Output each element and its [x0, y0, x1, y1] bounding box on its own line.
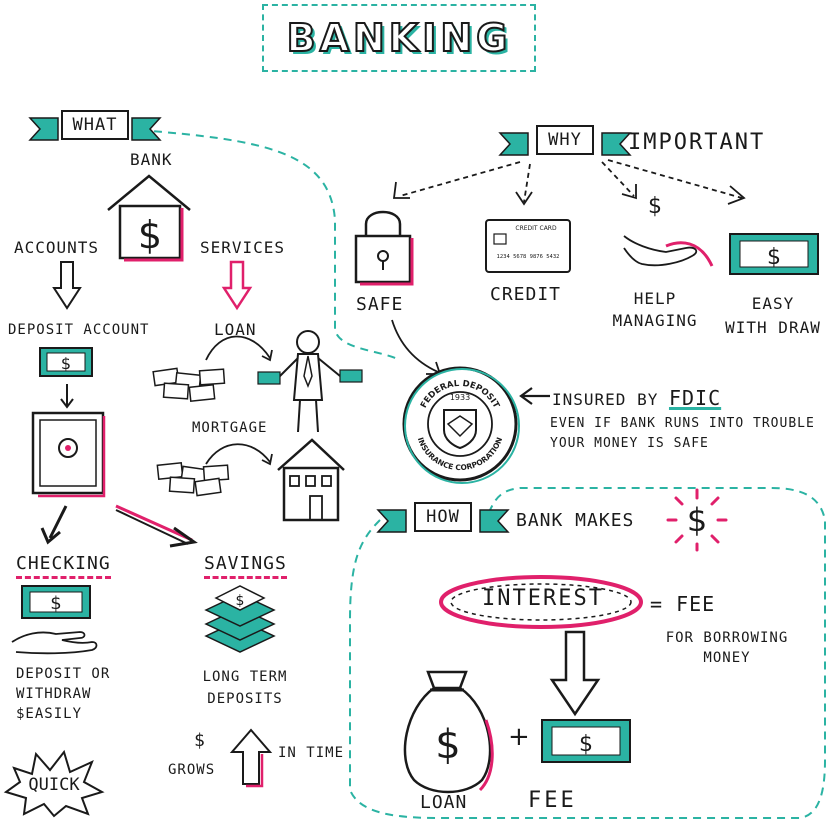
why-important-text: IMPORTANT: [628, 130, 766, 155]
card-title: CREDIT CARD: [515, 225, 557, 232]
dollar-bill-icon: $: [729, 233, 819, 275]
fee-description: FOR BORROWING MONEY: [665, 630, 789, 666]
savings-label: SAVINGS: [204, 553, 287, 579]
fee-bill-label: FEE: [528, 788, 577, 813]
svg-text:$: $: [138, 213, 162, 257]
cash-pile-icon: [156, 461, 230, 497]
grows-dollar-icon: $: [194, 730, 206, 751]
easy-withdraw-label: EASY WITH DRAW: [725, 294, 821, 337]
help-managing-label: HELP MANAGING: [612, 289, 698, 330]
insured-by-line: INSURED BY FDIC: [552, 386, 721, 410]
interest-oval: [439, 575, 643, 629]
dollar-bill-icon: $: [541, 719, 631, 763]
savings-description: LONG TERM DEPOSITS: [202, 669, 288, 707]
why-banner: WHY: [498, 115, 632, 165]
bank-house-icon: $: [107, 174, 191, 262]
quick-burst-icon: QUICK: [3, 749, 105, 818]
stacked-bills-icon: $: [204, 585, 276, 653]
money-bag-icon: $: [403, 670, 494, 794]
seal-year: 1933: [450, 393, 470, 402]
insured-by-label: INSURED BY: [552, 390, 659, 409]
card-number: 1234 5678 9876 5432: [497, 254, 560, 260]
svg-text:$: $: [687, 501, 707, 539]
page-title: BANKING: [286, 15, 512, 61]
fdic-description: EVEN IF BANK RUNS INTO TROUBLE YOUR MONE…: [550, 416, 815, 451]
ribbon-shape: [376, 509, 510, 533]
credit-card-icon: CREDIT CARD 1234 5678 9876 5432: [485, 219, 571, 273]
checking-description: DEPOSIT OR WITHDRAW $EASILY: [16, 666, 111, 722]
svg-text:$: $: [579, 732, 593, 757]
dollar-bill-icon: $: [39, 347, 93, 377]
ribbon-shape: [498, 132, 632, 156]
how-banner: HOW: [376, 492, 510, 542]
padlock-icon: [354, 210, 414, 286]
grows-label: GROWS: [168, 762, 216, 778]
loan-service-label: LOAN: [214, 320, 257, 339]
bank-makes-label: BANK MAKES: [516, 510, 635, 531]
dollar-burst-icon: $: [666, 488, 728, 552]
dollar-sign-icon: $: [648, 194, 662, 219]
deposit-account-label: DEPOSIT ACCOUNT: [8, 322, 150, 338]
title-box: BANKING: [262, 4, 536, 72]
down-arrow-icon: [52, 261, 82, 310]
svg-text:$: $: [61, 354, 71, 373]
vault-icon: [31, 411, 106, 498]
hand-icon: [11, 631, 98, 655]
loan-bag-label: LOAN: [420, 792, 468, 813]
down-arrow-icon: [221, 260, 253, 311]
bank-label: BANK: [130, 150, 173, 169]
how-label: HOW: [414, 502, 472, 532]
what-banner: WHAT: [28, 100, 162, 150]
mortgage-label: MORTGAGE: [192, 420, 268, 436]
in-time-label: IN TIME: [278, 745, 345, 761]
svg-text:$: $: [435, 722, 460, 768]
accounts-label: ACCOUNTS: [14, 238, 100, 257]
quick-label: QUICK: [28, 775, 80, 795]
person-icon: [257, 330, 363, 433]
svg-text:$: $: [50, 593, 61, 614]
svg-text:$: $: [236, 593, 245, 609]
curved-arrow-icon: [205, 443, 273, 466]
what-label: WHAT: [60, 110, 130, 140]
services-label: SERVICES: [200, 238, 286, 257]
down-arrow-icon: [549, 630, 601, 717]
equals-fee-label: = FEE: [650, 592, 716, 616]
safe-label: SAFE: [356, 294, 404, 315]
plus-sign: +: [508, 722, 530, 752]
why-arrows: [392, 159, 746, 206]
cash-pile-icon: [152, 367, 226, 403]
open-hand-icon: [623, 235, 714, 267]
house-icon: [277, 438, 345, 522]
credit-label: CREDIT: [490, 284, 562, 305]
left-arrow-icon: [519, 387, 550, 405]
up-arrow-icon: [229, 728, 273, 788]
down-arrow-icon: [60, 384, 74, 409]
split-arrows: [40, 504, 198, 548]
checking-label: CHECKING: [16, 553, 111, 579]
ribbon-shape: [28, 117, 162, 141]
why-label: WHY: [536, 125, 594, 155]
curved-arrow-icon: [205, 335, 273, 362]
fdic-seal-icon: FEDERAL DEPOSIT INSURANCE CORPORATION 19…: [402, 366, 520, 484]
dollar-bill-icon: $: [21, 585, 91, 619]
fdic-label: FDIC: [668, 386, 722, 410]
interest-label: INTEREST: [482, 586, 604, 611]
svg-text:$: $: [767, 245, 781, 270]
